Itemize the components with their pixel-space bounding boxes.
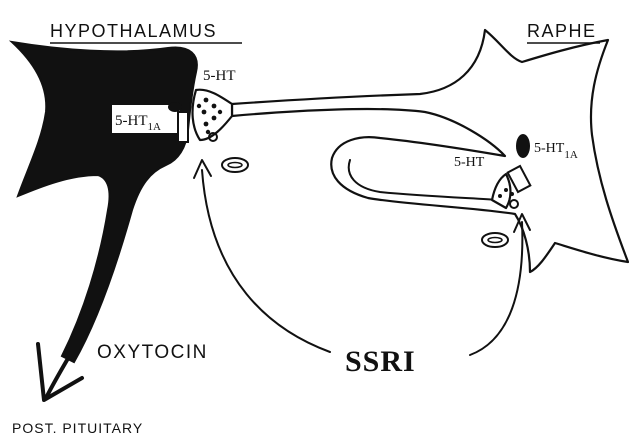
ssri-label: SSRI (345, 345, 416, 378)
hypothalamus-label: HYPOTHALAMUS (50, 21, 217, 41)
raphe-receptor-blob (516, 134, 530, 158)
hypo-receptor-stub (178, 112, 188, 142)
hypo-5ht-label: 5-HT (203, 68, 236, 84)
hypo-receptor-blob (168, 102, 182, 112)
ssri-arrow-left (202, 170, 330, 352)
raphe-transporter (482, 233, 508, 247)
raphe-5ht-label: 5-HT (454, 155, 485, 170)
hypo-transporter (222, 158, 248, 172)
post-pituitary-label: POST. PITUITARY (12, 420, 143, 436)
raphe-label: RAPHE (527, 21, 597, 41)
hypothalamus-neuron-body (12, 42, 197, 362)
oxytocin-label: OXYTOCIN (97, 342, 208, 363)
